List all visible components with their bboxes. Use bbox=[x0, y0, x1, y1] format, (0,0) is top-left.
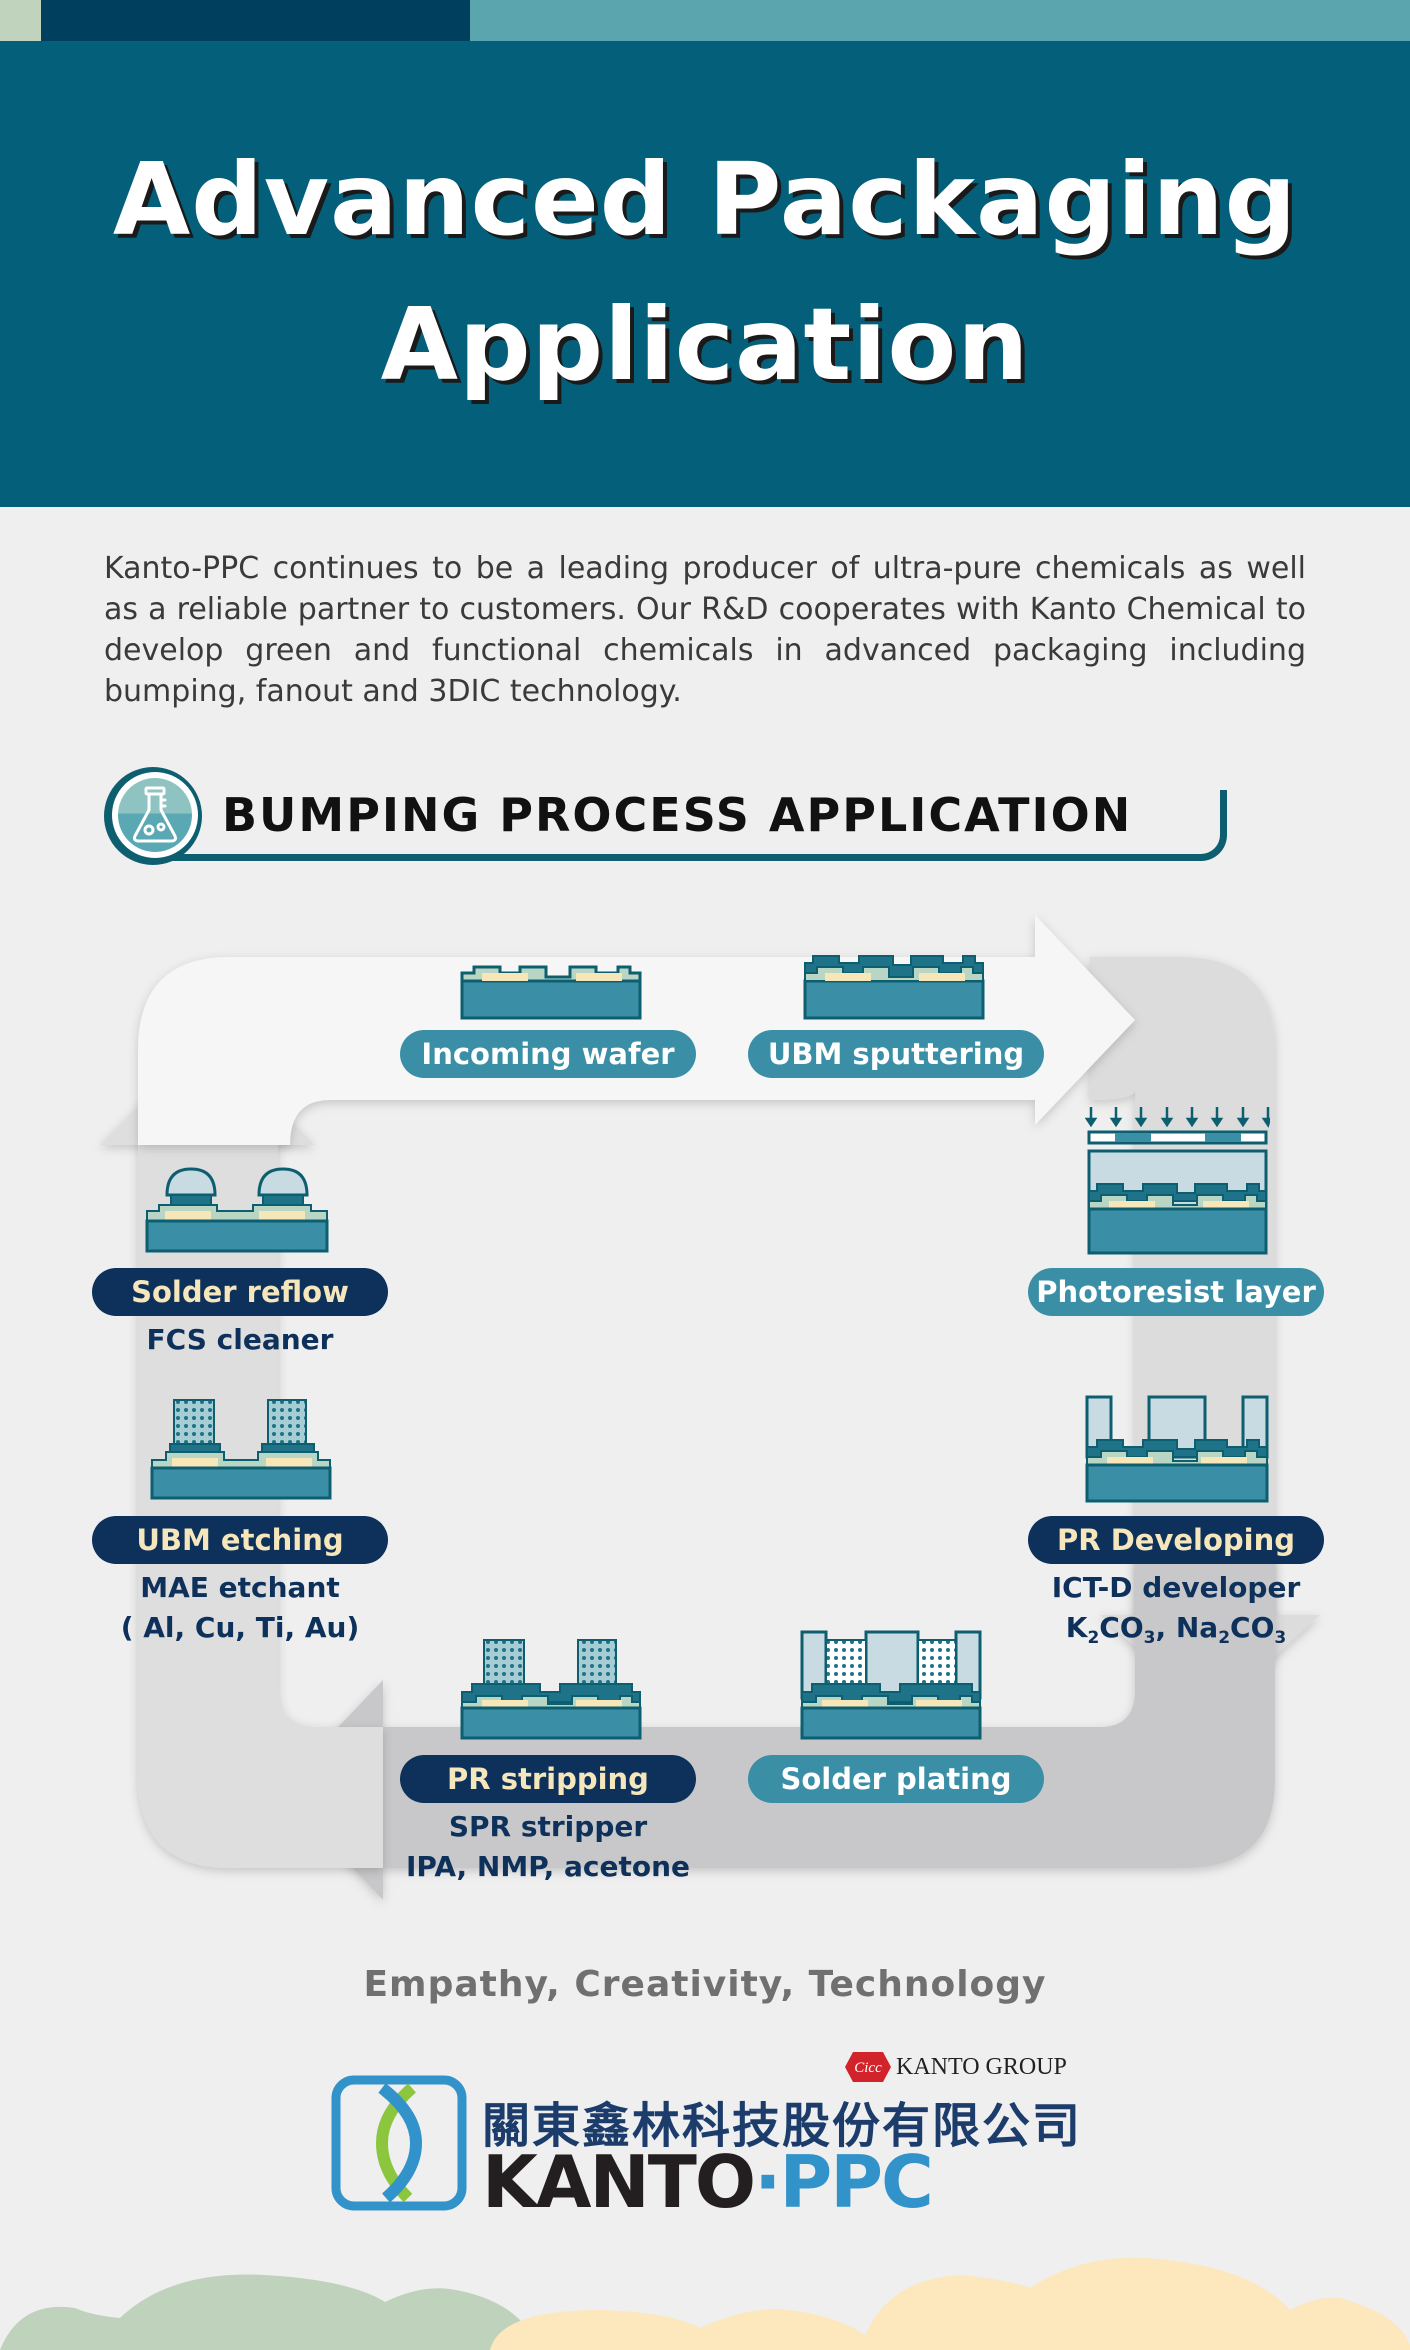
step-pr-stripping: PR stripping bbox=[400, 1755, 696, 1803]
pr-developing-formula: K2CO3, Na2CO3 bbox=[1065, 1611, 1287, 1648]
step-pr-developing: PR Developing bbox=[1028, 1516, 1324, 1564]
pr-developing-note: ICT-D developer K2CO3, Na2CO3 bbox=[1028, 1568, 1324, 1658]
company-logo: Cicc KANTO GROUP 關東鑫林科技股份有限公司 KANTO·PPC bbox=[330, 2050, 1083, 2224]
step-solder-reflow: Solder reflow bbox=[92, 1268, 388, 1316]
wafer-incoming-icon bbox=[460, 965, 642, 1020]
company-name-dot: · bbox=[754, 2140, 781, 2224]
cicc-badge-icon: Cicc bbox=[845, 2052, 891, 2082]
step-photoresist-layer: Photoresist layer bbox=[1028, 1268, 1324, 1316]
section-title: BUMPING PROCESS APPLICATION bbox=[222, 788, 1133, 842]
wafer-photoresist-icon bbox=[1085, 1107, 1270, 1255]
step-incoming-wafer: Incoming wafer bbox=[400, 1030, 696, 1078]
page-title-line-2: Application bbox=[380, 286, 1030, 403]
kanto-ppc-logo-mark-icon bbox=[331, 2075, 467, 2211]
arrow-band-bottom-left bbox=[278, 1560, 1275, 1900]
wafer-pr-stripping-icon bbox=[460, 1639, 642, 1740]
pr-developing-chemical: ICT-D developer bbox=[1051, 1571, 1301, 1604]
tagline: Empathy, Creativity, Technology bbox=[363, 1964, 1047, 2005]
decorative-hills bbox=[0, 2257, 1410, 2350]
cicc-badge-text: Cicc bbox=[854, 2060, 882, 2076]
hill-cream-left bbox=[490, 2309, 880, 2350]
ubm-etching-metals: ( Al, Cu, Ti, Au) bbox=[120, 1611, 360, 1644]
company-name-kanto: KANTO bbox=[482, 2140, 756, 2224]
intro-paragraph: Kanto-PPC continues to be a leading prod… bbox=[104, 551, 1306, 709]
hill-green bbox=[0, 2274, 540, 2350]
hill-cream-right bbox=[860, 2257, 1410, 2350]
pr-stripping-solvents: IPA, NMP, acetone bbox=[405, 1850, 691, 1883]
solder-reflow-note: FCS cleaner bbox=[92, 1320, 388, 1360]
kanto-group-label: KANTO GROUP bbox=[896, 2054, 1067, 2080]
wafer-ubm-sputter-icon bbox=[803, 955, 985, 1020]
title-banner: Advanced Packaging Application bbox=[0, 41, 1410, 507]
company-name-english: KANTO·PPC bbox=[482, 2140, 934, 2224]
wafer-solder-plating-icon bbox=[800, 1630, 982, 1740]
pr-stripping-chemical: SPR stripper bbox=[448, 1810, 648, 1843]
wafer-pr-developing-icon bbox=[1085, 1395, 1269, 1503]
section-badge bbox=[104, 767, 202, 865]
wafer-solder-reflow-icon bbox=[145, 1167, 329, 1253]
company-name-chinese: 關東鑫林科技股份有限公司 bbox=[482, 2098, 1083, 2154]
solder-reflow-chemical: FCS cleaner bbox=[146, 1323, 334, 1356]
step-solder-plating: Solder plating bbox=[748, 1755, 1044, 1803]
page-title-line-1: Advanced Packaging bbox=[112, 141, 1298, 258]
header-strip-teal bbox=[470, 0, 1410, 41]
pr-stripping-note: SPR stripper IPA, NMP, acetone bbox=[380, 1807, 716, 1887]
header-strip-sage bbox=[0, 0, 41, 41]
section-header-frame bbox=[150, 790, 1227, 861]
company-name-ppc: PPC bbox=[779, 2140, 933, 2224]
header-strip-navy bbox=[41, 0, 470, 41]
step-ubm-sputtering: UBM sputtering bbox=[748, 1030, 1044, 1078]
ubm-etching-note: MAE etchant ( Al, Cu, Ti, Au) bbox=[92, 1568, 388, 1648]
ubm-etching-chemical: MAE etchant bbox=[140, 1571, 340, 1604]
wafer-ubm-etching-icon bbox=[150, 1399, 332, 1500]
step-ubm-etching: UBM etching bbox=[92, 1516, 388, 1564]
flask-icon bbox=[133, 786, 177, 843]
